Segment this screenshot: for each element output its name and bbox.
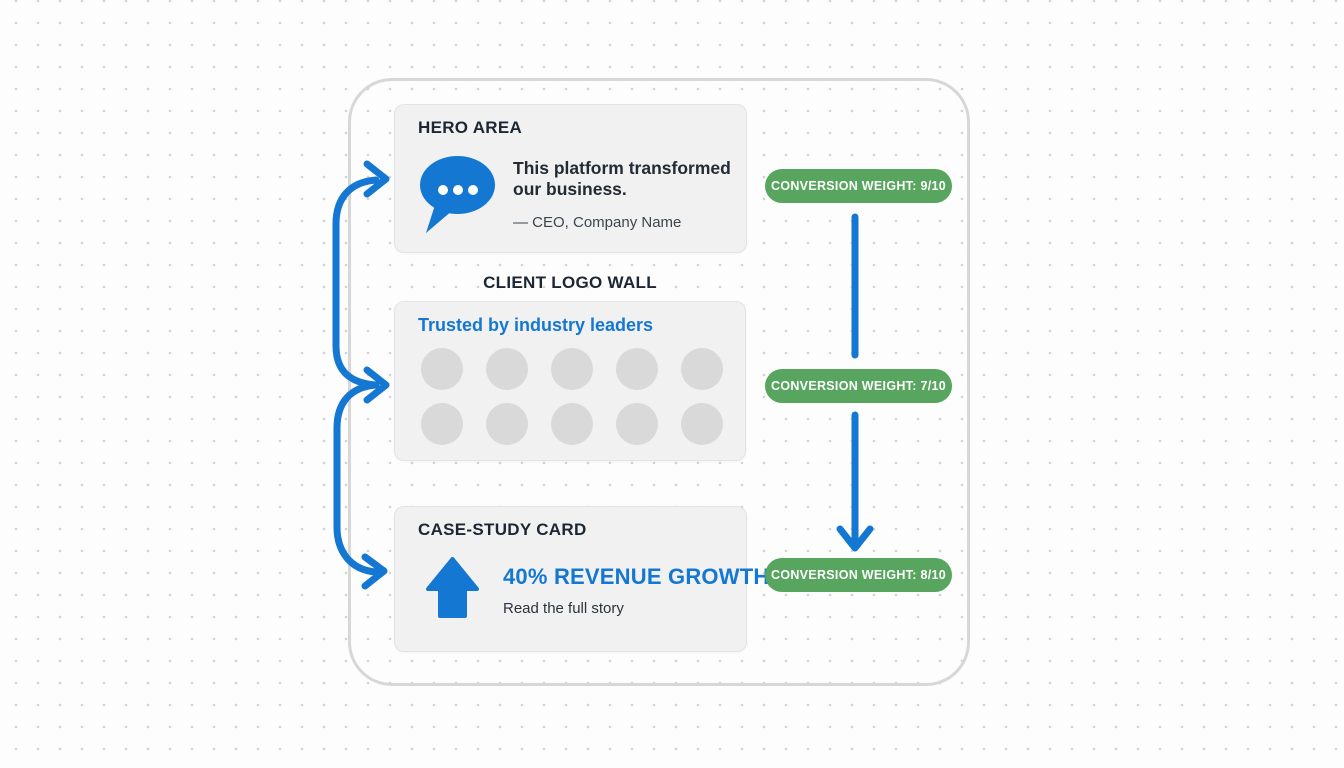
conversion-weight-badge-hero: CONVERSION WEIGHT: 9/10 (765, 169, 952, 203)
logo-placeholder (681, 348, 723, 390)
conversion-weight-badge-case-study: CONVERSION WEIGHT: 8/10 (765, 558, 952, 592)
logo-placeholder (681, 403, 723, 445)
case-study-headline: 40% REVENUE GROWTH (503, 564, 770, 589)
logo-grid (421, 348, 729, 445)
logo-placeholder (616, 403, 658, 445)
logo-placeholder (486, 348, 528, 390)
hero-area-title: HERO AREA (418, 118, 523, 137)
logo-placeholder (421, 403, 463, 445)
logo-placeholder (551, 403, 593, 445)
logo-placeholder (421, 348, 463, 390)
read-full-story-link: Read the full story (503, 600, 624, 617)
logo-placeholder (551, 348, 593, 390)
speech-bubble-icon (420, 156, 495, 233)
logo-wall-card: Trusted by industry leaders (394, 301, 746, 461)
hero-quote-attribution: — CEO, Company Name (513, 214, 682, 231)
hero-quote-text: This platform transformed our business. (513, 158, 731, 200)
conversion-weight-badge-logo-wall: CONVERSION WEIGHT: 7/10 (765, 369, 952, 403)
arrow-up-icon (426, 557, 479, 618)
case-study-card: CASE-STUDY CARD 40% REVENUE GROWTH Read … (394, 506, 769, 652)
logo-wall-heading: CLIENT LOGO WALL (483, 273, 657, 292)
logo-placeholder (486, 403, 528, 445)
hero-area-card: HERO AREA This platform transformed our … (394, 104, 747, 253)
case-study-title: CASE-STUDY CARD (418, 520, 587, 539)
logo-placeholder (616, 348, 658, 390)
logo-wall-tagline: Trusted by industry leaders (418, 315, 654, 335)
